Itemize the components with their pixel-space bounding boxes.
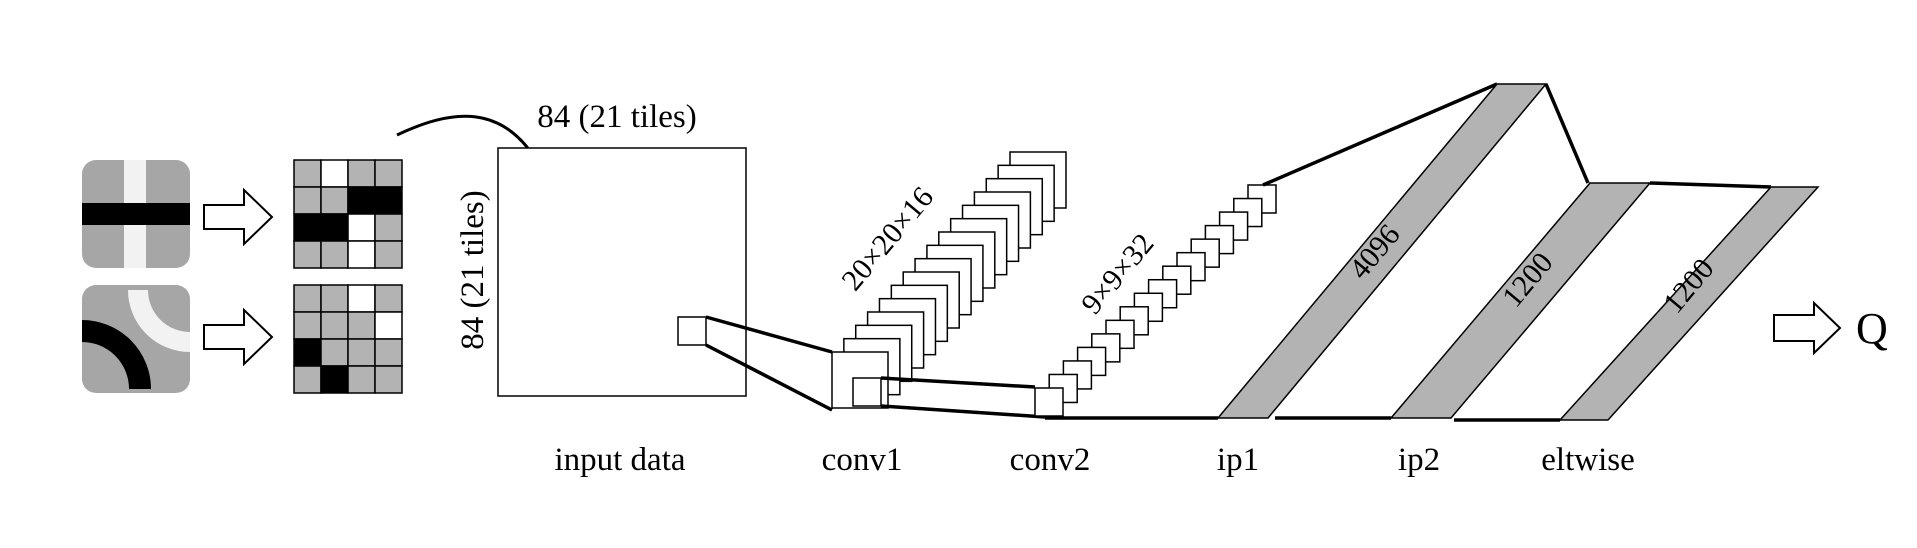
grid-cell xyxy=(293,365,322,394)
grid-cell xyxy=(293,338,322,367)
arrow-right-icon xyxy=(203,187,274,247)
grid-cell xyxy=(320,338,349,367)
grid-cell xyxy=(320,284,349,313)
curved-road-tile-icon xyxy=(82,285,190,393)
grid-cell xyxy=(293,186,322,215)
projection-line xyxy=(705,343,833,412)
grid-cell xyxy=(320,213,349,242)
ip1-label: ip1 xyxy=(1217,442,1259,478)
grid-cell xyxy=(374,311,403,340)
grid-cell xyxy=(347,159,376,188)
grid-cell xyxy=(293,240,322,269)
feature-map-square xyxy=(1034,387,1064,417)
grid-cell xyxy=(347,186,376,215)
grid-cell xyxy=(293,213,322,242)
grid-cell xyxy=(347,240,376,269)
straight-road-tile-icon xyxy=(82,160,190,268)
arrow-right-icon xyxy=(203,307,274,367)
grid-cell xyxy=(374,338,403,367)
projection-line xyxy=(705,315,833,354)
grid-cell xyxy=(293,311,322,340)
grid-cell xyxy=(347,365,376,394)
conv1-label: conv1 xyxy=(822,442,903,478)
receptive-field-box xyxy=(677,316,707,346)
grid-cell xyxy=(293,284,322,313)
output-arrow-icon xyxy=(1773,300,1842,356)
grid-cell xyxy=(347,284,376,313)
tile-grid-top xyxy=(293,159,403,269)
grid-cell xyxy=(320,365,349,394)
grid-cell xyxy=(374,186,403,215)
conv2-label: conv2 xyxy=(1010,442,1091,478)
tile-grid-bottom xyxy=(293,284,403,394)
grid-cell xyxy=(320,186,349,215)
connection-line xyxy=(1649,181,1772,189)
grid-cell xyxy=(320,240,349,269)
eltwise-layer-slab xyxy=(1558,186,1820,421)
output-q-label: Q xyxy=(1856,304,1888,353)
connection-line xyxy=(1262,82,1498,187)
grid-cell xyxy=(293,159,322,188)
grid-cell xyxy=(374,159,403,188)
grid-cell xyxy=(347,311,376,340)
conv2-receptive-field-box xyxy=(852,377,882,407)
grid-cell xyxy=(320,311,349,340)
ip2-label: ip2 xyxy=(1398,442,1440,478)
projection-line xyxy=(880,376,1036,389)
input-data-label: input data xyxy=(554,442,685,478)
input-width-label: 84 (21 tiles) xyxy=(537,99,696,135)
grid-cell xyxy=(374,240,403,269)
grid-cell xyxy=(347,213,376,242)
conv1-feature-map-stack xyxy=(831,151,1067,409)
grid-cell xyxy=(320,159,349,188)
input-plane xyxy=(497,147,747,397)
grid-cell xyxy=(347,338,376,367)
grid-cell xyxy=(374,284,403,313)
feature-map-square xyxy=(831,351,889,409)
grid-cell xyxy=(374,365,403,394)
connection-line xyxy=(1544,83,1590,184)
conv2-feature-map-stack xyxy=(1034,184,1277,417)
input-height-label: 84 (21 tiles) xyxy=(455,190,491,349)
projection-line xyxy=(880,404,1046,419)
grid-cell xyxy=(374,213,403,242)
eltwise-label: eltwise xyxy=(1541,442,1634,478)
